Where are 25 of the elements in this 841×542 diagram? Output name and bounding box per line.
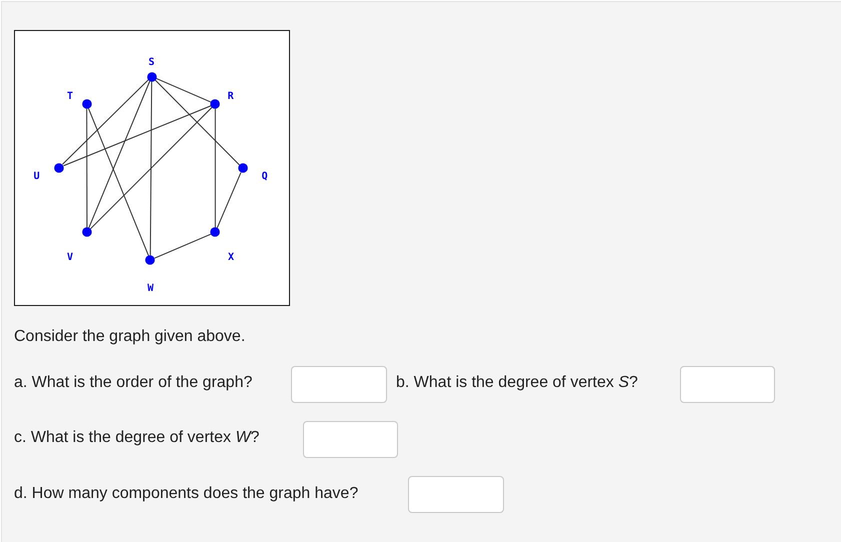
vertex-label: T [66, 90, 74, 102]
vertex-label: W [146, 282, 154, 294]
edge-line [150, 80, 152, 256]
vertex-label: Q [260, 170, 269, 182]
question-text: a. What is the order of the graph? [14, 374, 252, 392]
edge-line [62, 79, 149, 165]
edge-line [216, 172, 242, 229]
question-text: d. How many components does the graph have? [14, 485, 358, 503]
edge-line [90, 106, 213, 230]
vertex-label: V [66, 252, 74, 263]
vertex-label: X [226, 252, 235, 263]
edge-line [214, 108, 216, 228]
edge-line [154, 234, 212, 259]
question-text: c. What is the degree of vertex W? [14, 429, 260, 447]
edge-line [86, 108, 88, 228]
instruction-text: Consider the graph given above. [14, 328, 246, 346]
edge-line [88, 80, 150, 229]
edge-line [88, 108, 150, 256]
edge-line [155, 78, 212, 103]
vertex-label: S [147, 57, 156, 68]
question-text: b. What is the degree of vertex S? [396, 374, 638, 392]
edge-line [154, 79, 240, 166]
edge-line [63, 105, 212, 166]
vertex-label: R [226, 90, 235, 102]
vertex-label: U [32, 171, 41, 182]
